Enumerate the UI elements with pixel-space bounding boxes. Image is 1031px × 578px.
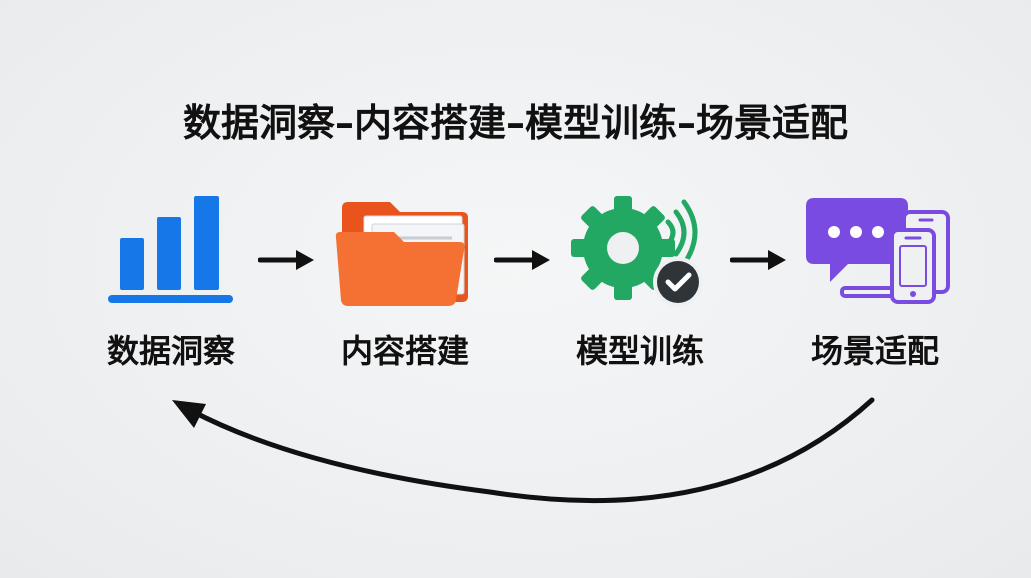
stage-label-2: 内容搭建: [340, 332, 469, 370]
arrow-right-1: [258, 248, 316, 272]
arrow-right-2: [494, 248, 552, 272]
return-arrow: [150, 380, 890, 510]
stage-label-4: 场景适配: [810, 332, 939, 370]
diagram-title: 数据洞察–内容搭建–模型训练–场景适配: [182, 101, 848, 145]
stage-label-3: 模型训练: [575, 332, 704, 370]
stage-label-1: 数据洞察: [106, 332, 235, 370]
gear-check-icon: [568, 192, 708, 310]
devices-chat-icon: [804, 192, 954, 310]
bar-chart-icon: [106, 192, 238, 310]
arrow-right-3: [730, 248, 788, 272]
folder-icon: [334, 192, 474, 310]
